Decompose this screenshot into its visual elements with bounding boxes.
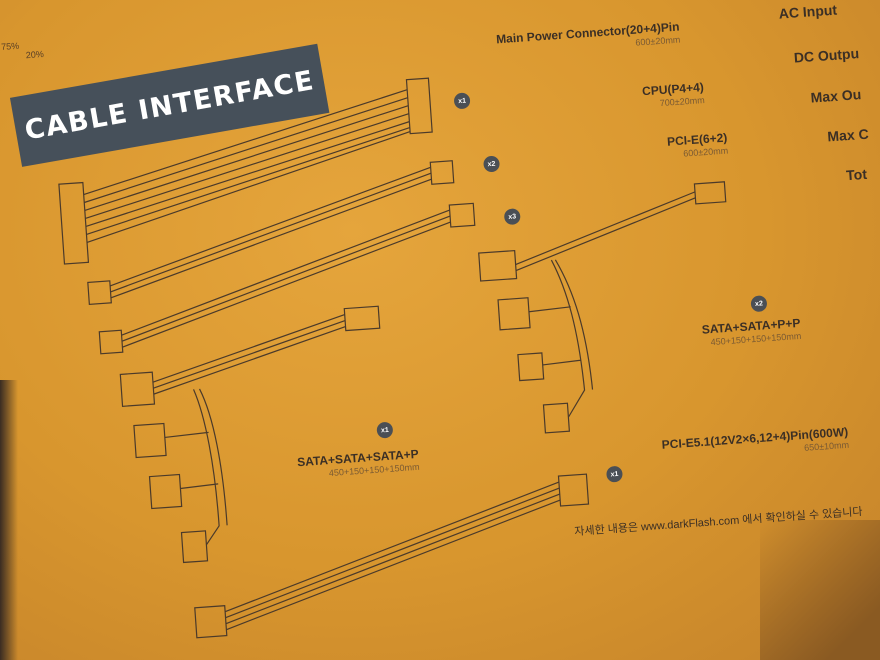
main-power-cable-drawing — [58, 77, 433, 265]
sata-sss-cable-drawing — [119, 305, 381, 564]
pcie-cable-drawing — [98, 202, 476, 355]
corner-shadow — [760, 520, 880, 660]
pcie5-cable-drawing — [194, 473, 590, 639]
box-edge-shadow — [0, 380, 18, 660]
cpu-cable-drawing — [87, 160, 455, 306]
sata-pp-cable-drawing — [478, 181, 727, 434]
